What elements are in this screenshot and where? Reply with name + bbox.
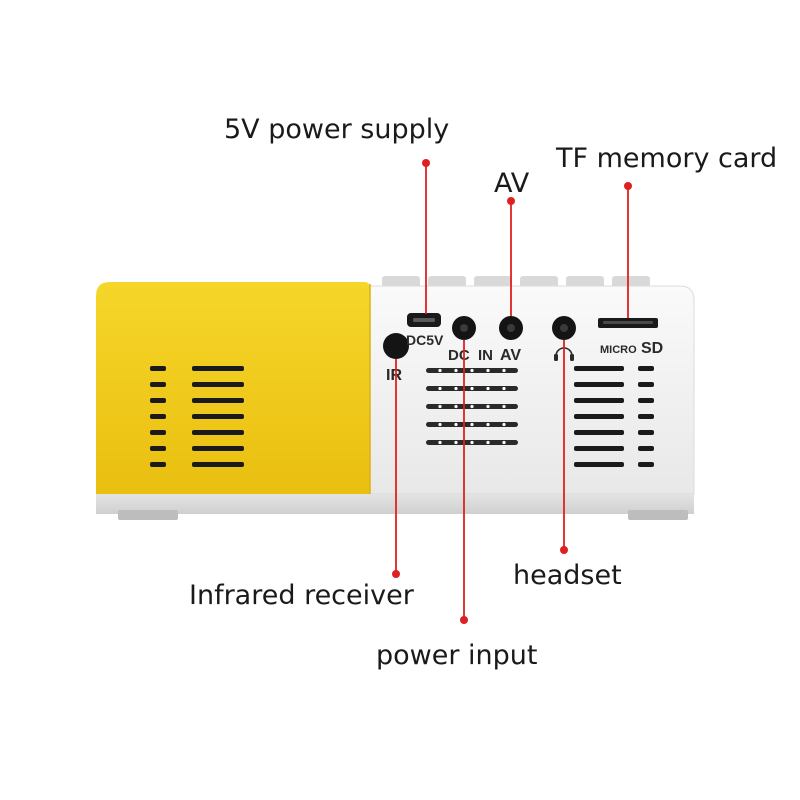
leader-power-supply [422,159,430,314]
headset-port-inner [560,324,568,332]
top-button [474,276,512,288]
foot-right [628,510,688,520]
top-button [612,276,650,288]
yellow-panel [96,282,370,494]
white-vents-long [574,366,624,467]
callout-power-supply: 5V power supply [224,114,450,145]
callout-headset: headset [513,560,622,591]
yellow-vents-right [192,366,244,467]
top-button [382,276,420,288]
white-vents-short [638,366,654,467]
leader-av [507,197,515,316]
top-button [520,276,558,288]
callout-infrared: Infrared receiver [189,580,414,611]
port-label-dc-in: DC IN [448,347,493,364]
top-button [428,276,466,288]
leader-tf-card [624,182,632,318]
leader-infrared [392,359,400,578]
callout-tf-card: TF memory card [556,143,778,174]
port-label-av: AV [500,347,521,364]
base-trim [96,492,694,514]
callout-av: AV [494,168,530,199]
port-label-micro: MICRO [600,344,637,356]
leader-power-input [460,340,468,624]
av-port-inner [507,324,515,332]
leader-headset [560,340,568,554]
port-label-dc5v: DC5V [406,332,444,348]
top-buttons [382,276,650,288]
leader-lines [392,159,632,624]
port-label-sd: SD [641,340,663,357]
center-vent-dots [438,368,506,445]
headphone-icon [554,347,574,361]
micro-usb-port [407,313,441,327]
foot-left [118,510,178,520]
port-label-ir: IR [386,367,402,384]
callout-power-input: power input [376,640,538,671]
dc-in-port-inner [460,324,468,332]
top-button [566,276,604,288]
yellow-vents-left [150,366,166,467]
sd-card-slot [598,318,658,328]
ir-receiver-port [383,333,409,359]
